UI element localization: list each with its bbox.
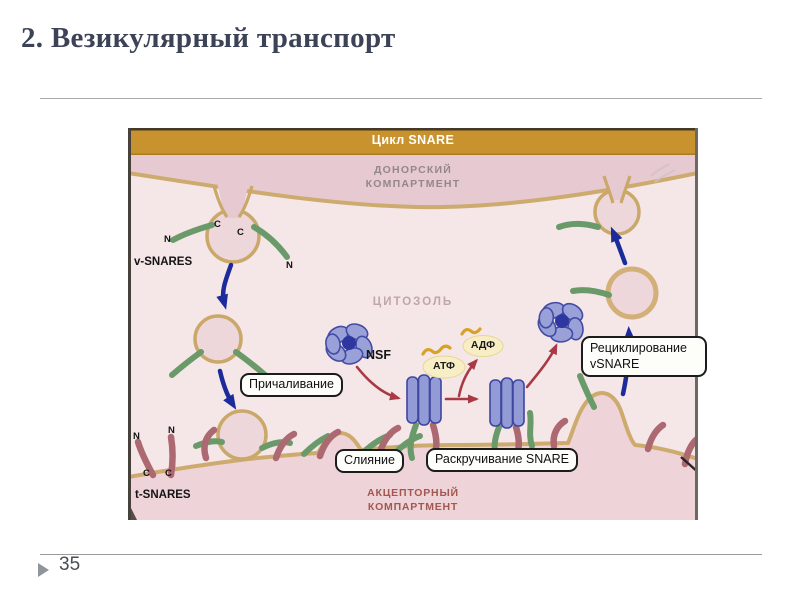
atp-label: АТФ <box>432 360 456 372</box>
n-terminus-label: N <box>286 260 293 271</box>
nsf-label: NSF <box>366 348 391 362</box>
n-terminus-label: N <box>164 234 171 245</box>
arrow-atp-to-adp <box>457 358 478 398</box>
step-docking-box: Причаливание <box>240 373 343 397</box>
figure-top-edge <box>128 128 698 131</box>
step-fusion-box: Слияние <box>335 449 404 473</box>
top-divider <box>40 98 762 99</box>
figure-header-band <box>128 128 698 155</box>
arrow-nsf-to-complex <box>355 365 401 401</box>
docked-vesicle <box>216 409 268 461</box>
c-terminus-label: C <box>237 227 244 238</box>
adp-label: АДФ <box>470 339 496 351</box>
step-recycling-box: Рециклирование vSNARE <box>581 336 707 378</box>
figure-header-band-underline <box>128 153 698 155</box>
figure-right-edge <box>695 128 698 520</box>
n-terminus-label: N <box>168 425 175 436</box>
arrow-complex-to-nsf2 <box>525 343 558 389</box>
slide-title: 2. Везикулярный транспорт <box>21 22 396 54</box>
page-number: 35 <box>59 554 81 575</box>
donor-compartment-line1: ДОНОРСКИЙ <box>373 164 453 176</box>
snare-cycle-figure: Цикл SNARE ДОНОРСКИЙ КОМПАРТМЕНТ ЦИТОЗОЛ… <box>128 128 707 520</box>
budding-vesicle-donor <box>205 182 261 264</box>
acceptor-membrane <box>128 390 698 479</box>
cycle-arrows-blue <box>216 226 636 410</box>
snare-complex-barrel-1 <box>406 374 442 426</box>
figure-title: Цикл SNARE <box>371 133 455 147</box>
step-unwinding-box: Раскручивание SNARE <box>426 448 578 472</box>
arrow-return-to-donor <box>610 226 628 266</box>
c-terminus-label: C <box>214 219 221 230</box>
figure-left-edge <box>128 128 131 520</box>
snare-complex-barrel-2 <box>489 377 525 429</box>
acceptor-compartment-line1: АКЦЕПТОРНЫЙ <box>367 487 459 499</box>
atp-molecule-icon <box>421 344 466 379</box>
arrow-free-to-docked <box>217 368 237 410</box>
donor-compartment-line2: КОМПАРТМЕНТ <box>365 177 461 190</box>
v-snares-label: v-SNARES <box>134 256 193 268</box>
n-terminus-label: N <box>133 431 140 442</box>
free-vesicle-left <box>193 314 243 364</box>
fusing-vesicle-donor <box>593 172 641 236</box>
footer-bullet-icon <box>38 563 49 577</box>
donor-compartment-label: ДОНОРСКИЙ КОМПАРТМЕНТ <box>128 164 698 191</box>
arrow-budding-to-free <box>216 262 234 310</box>
step-recycling-line1: Рециклирование <box>590 341 687 355</box>
bottom-divider <box>40 554 762 555</box>
acceptor-compartment-label: АКЦЕПТОРНЫЙ КОМПАРТМЕНТ <box>128 487 698 514</box>
reaction-arrows-red <box>355 343 558 404</box>
c-terminus-label: C <box>143 468 150 479</box>
cytosol-label: ЦИТОЗОЛЬ <box>372 296 454 308</box>
adp-molecule-icon <box>460 327 504 357</box>
pencil-mark-artifact <box>650 163 676 183</box>
c-terminus-label: C <box>165 468 172 479</box>
t-snares-label: t-SNARES <box>135 489 191 501</box>
v-snare-proteins <box>169 221 612 462</box>
step-recycling-line2: vSNARE <box>590 356 640 371</box>
acceptor-compartment-line2: КОМПАРТМЕНТ <box>367 500 459 513</box>
